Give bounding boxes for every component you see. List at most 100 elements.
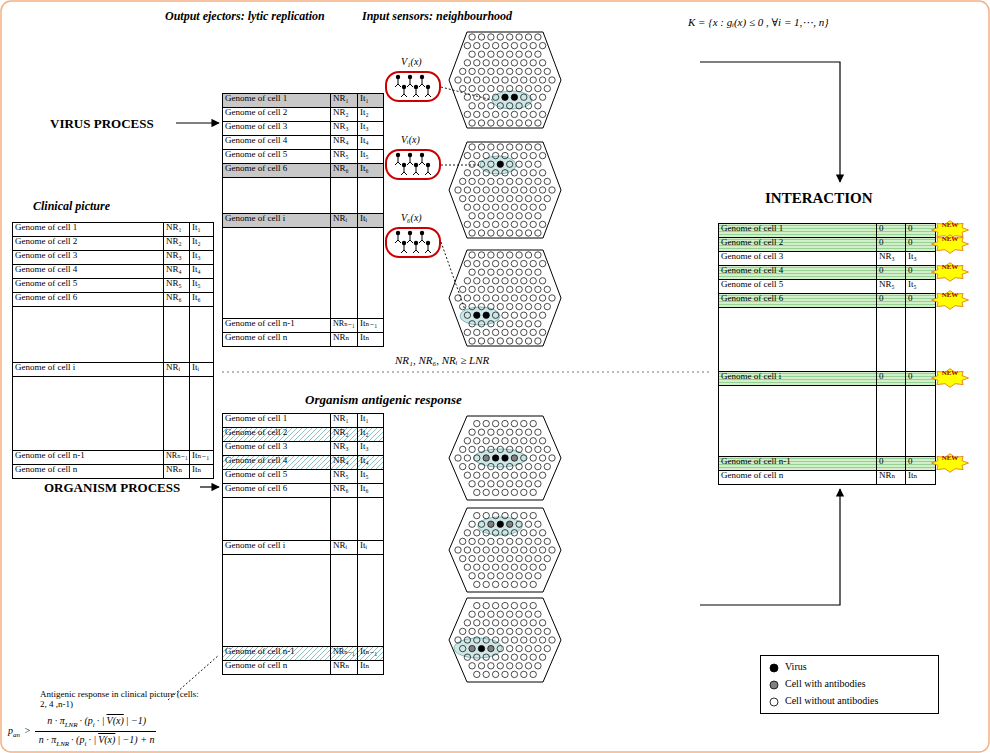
cell-dot [469, 213, 475, 219]
cell-dot [539, 221, 545, 227]
cell-dot [511, 530, 517, 536]
cell-dot [525, 446, 531, 452]
cell-dot [507, 51, 513, 57]
virus-head [402, 241, 406, 245]
table-cell: Genome of cell 6 [721, 293, 783, 307]
table-cell: It₅ [192, 278, 201, 292]
cell-dot [474, 42, 480, 48]
cell-dot [516, 68, 522, 74]
virus-icon [407, 231, 413, 243]
cell-dot [530, 489, 536, 495]
cell-dot [469, 303, 475, 309]
cell-dot [516, 269, 522, 275]
cell-dot [497, 628, 503, 634]
cell-dot [502, 329, 508, 335]
cell-dot [511, 77, 517, 83]
cell-dot [469, 68, 475, 74]
starburst [932, 454, 969, 473]
cell-dot [464, 564, 470, 570]
table-cell: It₅ [360, 149, 369, 163]
cell-dot [502, 152, 508, 158]
cell-dot [483, 564, 489, 570]
cell-dot [539, 455, 545, 461]
cell-dot [478, 663, 484, 669]
cell-dot [544, 446, 550, 452]
table-cell: NRₙ₋₁ [333, 646, 355, 660]
cell-dot [488, 51, 494, 57]
legend-swatch [770, 698, 778, 706]
cell-dot [460, 85, 466, 91]
table-rule [876, 223, 877, 485]
cell-dot [464, 60, 470, 66]
cell-dot [483, 42, 489, 48]
cell-dot [478, 252, 484, 258]
set-formula: K = {x : gᵢ(x) ≤ 0 , ∀i = 1,⋯, n} [688, 16, 829, 29]
table-cell: Genome of cell 1 [225, 413, 287, 427]
table-cell: Genome of cell i [225, 213, 285, 227]
virus-icon [395, 153, 401, 165]
cell-dot [535, 230, 541, 236]
process-label: VIRUS PROCESS [50, 116, 154, 132]
cell-dot [502, 77, 508, 83]
cell-dot [488, 338, 494, 344]
cell-dot [469, 555, 475, 561]
cell-dot [483, 547, 489, 553]
cell-dot [507, 286, 513, 292]
virus-icon [425, 85, 431, 97]
leader-line [441, 87, 492, 100]
cell-dot [521, 204, 527, 210]
table-rule [718, 484, 935, 485]
cell-dot [469, 338, 475, 344]
cell-dot [521, 94, 527, 100]
table-rule [222, 413, 223, 675]
cell-dot [474, 581, 480, 587]
cell-dot [502, 221, 508, 227]
cell-dot [521, 187, 527, 193]
virus-icon [401, 163, 407, 175]
cell-dot [492, 564, 498, 570]
table-cell: NR₂ [333, 427, 349, 441]
table-cell: Itₙ₋₁ [192, 450, 209, 464]
cell-dot [497, 68, 503, 74]
cell-dot [483, 312, 489, 318]
cell-dot [474, 547, 480, 553]
cell-dot [483, 438, 489, 444]
cell-dot [549, 295, 555, 301]
table-rule [222, 177, 383, 178]
callout-note: Antigenic response in clinical picture (… [40, 689, 200, 710]
cell-dot [483, 512, 489, 518]
cell-dot [483, 152, 489, 158]
fraction-bar [35, 731, 157, 732]
table-cell: It₄ [192, 264, 201, 278]
cell-dot [521, 260, 527, 266]
virus-icon [401, 85, 407, 97]
cell-dot [497, 195, 503, 201]
table-cell: It₅ [908, 279, 917, 293]
cell-dot [535, 521, 541, 527]
cell-dot [539, 564, 545, 570]
cell-dot [525, 85, 531, 91]
table-rule [12, 222, 13, 479]
formula-term: LNR [56, 740, 69, 748]
renewed-stripe [718, 276, 935, 277]
table-cell: Itₙ [192, 464, 201, 478]
virus-head [414, 163, 418, 167]
cell-dot [525, 51, 531, 57]
table-cell: 0 [908, 371, 913, 385]
cell-dot [511, 260, 517, 266]
cell-dot [521, 602, 527, 608]
cell-dot [497, 85, 503, 91]
table-cell: Genome of cell n [225, 660, 287, 674]
virus-head [414, 85, 418, 89]
cell-dot [502, 111, 508, 117]
neighbourhood-region [478, 517, 522, 535]
cell-dot [478, 51, 484, 57]
formula-term: i [93, 721, 95, 729]
cell-dot [478, 538, 484, 544]
table-cell: Genome of cell 2 [225, 427, 287, 441]
table-cell: 0 [908, 293, 913, 307]
cell-dot [535, 252, 541, 258]
cell-dot [464, 312, 470, 318]
table-cell: NR₁ [333, 93, 349, 107]
